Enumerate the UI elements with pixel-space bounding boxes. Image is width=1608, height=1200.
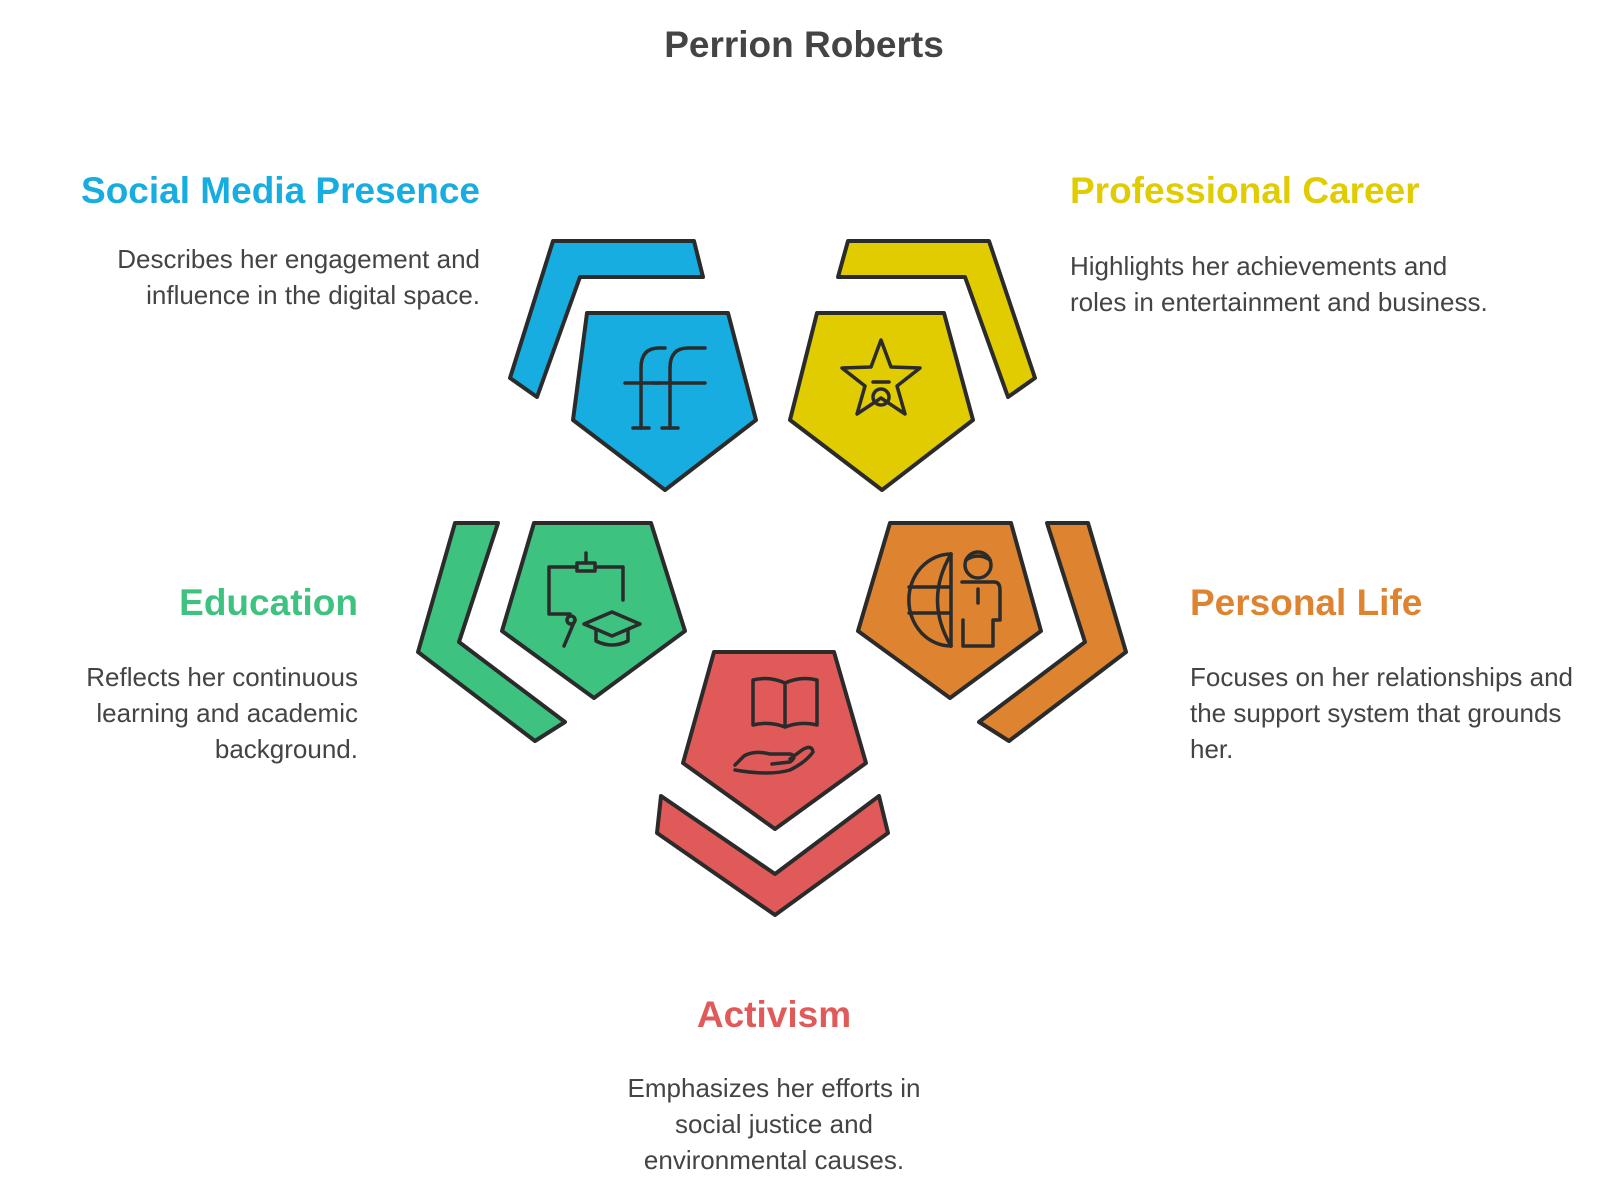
personal-label: Personal Life (1190, 582, 1423, 623)
social-media-chevron (508, 239, 705, 399)
personal-chevron (977, 521, 1128, 743)
book-hand-icon (733, 676, 819, 775)
social-media-label: Social Media Presence (81, 170, 480, 211)
activism-pentagon (681, 650, 868, 831)
education-pentagon (500, 521, 687, 700)
education-desc: Reflects her continuous learning and aca… (86, 662, 358, 764)
education-chevron (416, 521, 567, 743)
career-chevron (836, 239, 1037, 399)
activism-group (655, 650, 890, 917)
personal-desc: Focuses on her relationships and the sup… (1190, 662, 1574, 764)
career-label: Professional Career (1070, 170, 1420, 211)
personal-group (856, 521, 1128, 743)
career-group (788, 239, 1037, 492)
education-group (416, 521, 687, 743)
career-pentagon (788, 311, 975, 492)
social-media-group (508, 239, 758, 492)
social-media-pentagon (571, 311, 758, 492)
globe-person-icon (907, 550, 1002, 648)
page-title: Perrion Roberts (664, 24, 944, 65)
activism-label: Activism (696, 994, 852, 1035)
education-label: Education (179, 582, 358, 623)
classroom-graduation-icon (547, 551, 642, 648)
star-award-icon (840, 338, 922, 416)
social-media-desc: Describes her engagement and influence i… (117, 244, 480, 310)
activism-chevron (655, 794, 890, 917)
activism-desc: Emphasizes her efforts in social justice… (627, 1073, 921, 1175)
career-desc: Highlights her achievements and roles in… (1070, 251, 1488, 317)
social-ff-icon (623, 346, 707, 430)
